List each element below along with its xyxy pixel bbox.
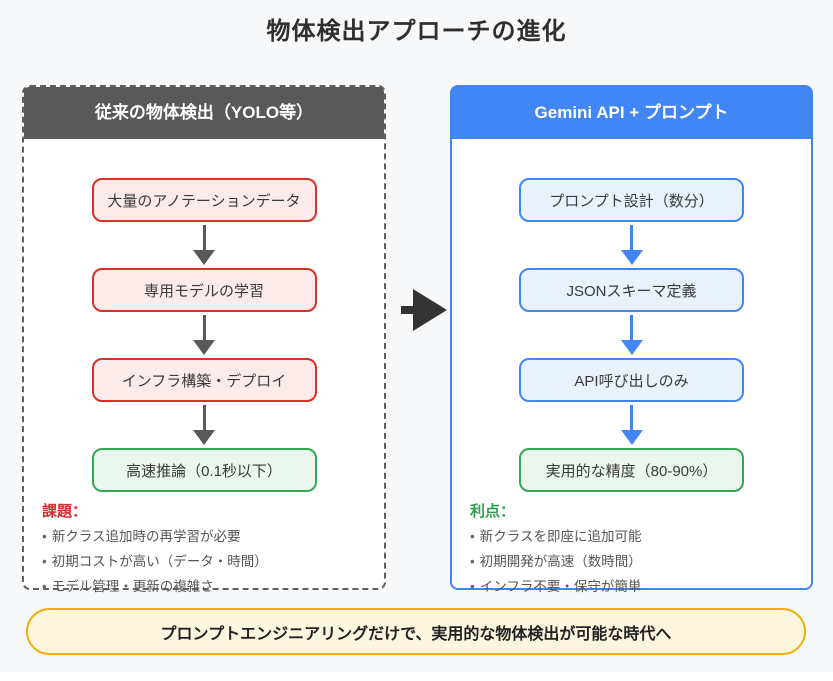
- benefit-text: 初期開発が高速（数時間）: [479, 554, 642, 569]
- issue-text: 新クラス追加時の再学習が必要: [51, 529, 241, 544]
- node-infra-deploy: インフラ構築・デプロイ: [91, 358, 317, 402]
- issues-title: 課題：: [42, 503, 88, 520]
- conclusion-banner: プロンプトエンジニアリングだけで、実用的な物体検出が可能な時代へ: [26, 608, 806, 655]
- node-practical-accuracy: 実用的な精度（80-90%）: [519, 448, 744, 492]
- right-arrow-icon: [401, 289, 447, 331]
- benefit-text: 新クラスを即座に追加可能: [479, 529, 642, 544]
- gemini-flow: プロンプト設計（数分） JSONスキーマ定義 API呼び出しのみ 実用的な精度（…: [452, 178, 811, 492]
- bullet-icon: •: [42, 554, 47, 569]
- panel-traditional-header: 従来の物体検出（YOLO等）: [24, 87, 384, 139]
- panel-gemini-header: Gemini API + プロンプト: [452, 87, 811, 139]
- issue-text: モデル管理・更新の複雑さ: [51, 579, 214, 594]
- issue-item: • モデル管理・更新の複雑さ: [42, 574, 384, 599]
- benefit-item: • 初期開発が高速（数時間）: [470, 549, 811, 574]
- bullet-icon: •: [470, 579, 475, 594]
- node-fast-inference: 高速推論（0.1秒以下）: [91, 448, 317, 492]
- down-arrow-icon: [24, 312, 384, 358]
- panel-traditional: 従来の物体検出（YOLO等） 大量のアノテーションデータ 専用モデルの学習 イン…: [22, 85, 386, 594]
- traditional-flow: 大量のアノテーションデータ 専用モデルの学習 インフラ構築・デプロイ 高速推論（…: [24, 178, 384, 492]
- down-arrow-icon: [452, 312, 811, 358]
- bullet-icon: •: [470, 554, 475, 569]
- issues-list: 課題： • 新クラス追加時の再学習が必要 • 初期コストが高い（データ・時間） • モ…: [42, 500, 384, 599]
- benefits-title: 利点：: [470, 503, 516, 520]
- node-annotation-data: 大量のアノテーションデータ: [91, 178, 317, 222]
- node-json-schema: JSONスキーマ定義: [519, 268, 744, 312]
- down-arrow-icon: [452, 222, 811, 268]
- benefits-list: 利点： • 新クラスを即座に追加可能 • 初期開発が高速（数時間） • インフラ不要・…: [470, 500, 811, 599]
- issue-item: • 初期コストが高い（データ・時間）: [42, 549, 384, 574]
- page-title: 物体検出アプローチの進化: [266, 18, 567, 45]
- node-prompt-design: プロンプト設計（数分）: [519, 178, 744, 222]
- down-arrow-icon: [452, 402, 811, 448]
- issue-item: • 新クラス追加時の再学習が必要: [42, 524, 384, 549]
- bullet-icon: •: [42, 529, 47, 544]
- node-api-call: API呼び出しのみ: [519, 358, 744, 402]
- bullet-icon: •: [42, 579, 47, 594]
- node-model-training: 専用モデルの学習: [91, 268, 317, 312]
- down-arrow-icon: [24, 222, 384, 268]
- conclusion-text: プロンプトエンジニアリングだけで、実用的な物体検出が可能な時代へ: [160, 625, 672, 643]
- page-bottom-edge: [0, 672, 833, 681]
- benefit-item: • 新クラスを即座に追加可能: [470, 524, 811, 549]
- panel-gemini: Gemini API + プロンプト プロンプト設計（数分） JSONスキーマ定…: [450, 85, 813, 594]
- benefit-text: インフラ不要・保守が簡単: [479, 579, 642, 594]
- bullet-icon: •: [470, 529, 475, 544]
- issue-text: 初期コストが高い（データ・時間）: [51, 554, 268, 569]
- benefit-item: • インフラ不要・保守が簡単: [470, 574, 811, 599]
- down-arrow-icon: [24, 402, 384, 448]
